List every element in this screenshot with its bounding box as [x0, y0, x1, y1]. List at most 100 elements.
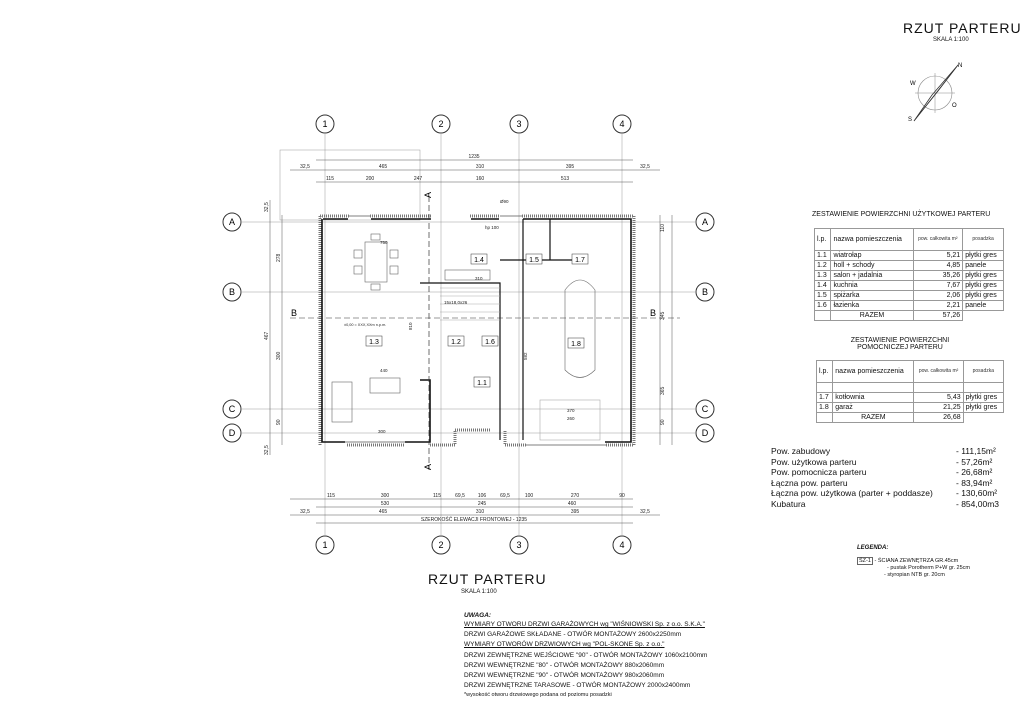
total-label: RAZEM: [832, 412, 915, 423]
stat-row: Pow. pomocnicza parteru - 26,68m²: [771, 467, 1016, 478]
axis-1-top: 1: [322, 119, 327, 129]
dim: 345: [660, 311, 666, 320]
dim: 160: [476, 176, 485, 182]
note-line: DRZWI WEWNĘTRZNE "80" - OTWÓR MONTAŻOWY …: [464, 661, 665, 669]
dim: 90: [619, 493, 625, 499]
stat-row: Pow. użytkowa parteru - 57,26m²: [771, 457, 1016, 468]
col-name: nazwa pomieszczenia: [830, 228, 914, 251]
section-b-left: B: [291, 308, 297, 318]
area-summary: Pow. zabudowy- 111,15m² Pow. użytkowa pa…: [771, 446, 1016, 509]
dim: 513: [561, 176, 570, 182]
stat-value: - 854,00m3: [956, 498, 999, 509]
stat-label: Kubatura: [771, 498, 806, 509]
col-area: pow. całkowita m²: [913, 360, 964, 383]
cell: płytki gres: [962, 280, 1004, 291]
bottom-dimensions: 115 300 115 69,5 106 69,5 100 270 90 530…: [300, 493, 650, 523]
room-1-1: 1.1: [477, 380, 487, 387]
room-1-7: 1.7: [575, 257, 585, 264]
cell: 1.5: [813, 290, 832, 301]
stat-value: - 57,26m²: [956, 456, 993, 467]
cell: holl + schody: [830, 260, 914, 271]
dim: 32,5: [264, 202, 270, 212]
cell: spiżarka: [830, 290, 914, 301]
dim: 32,5: [300, 509, 310, 515]
dim: 395: [571, 509, 580, 515]
stat-row: Łączna pow. użytkowa (parter + poddasze)…: [771, 488, 1016, 499]
top-dimensions: 1235 32,5 465 310 395 32,5 115 200 247 1…: [300, 154, 650, 182]
dim: 69,5: [455, 493, 465, 499]
aux-area-table: l.p. nazwa pomieszczenia pow. całkowita …: [815, 360, 1005, 423]
cell: 21,25: [913, 402, 964, 413]
cell: płytki gres: [962, 250, 1004, 261]
axis-4-top: 4: [619, 119, 624, 129]
dim: 300: [381, 493, 390, 499]
dim: 310: [476, 509, 485, 515]
cell: 1.4: [813, 280, 832, 291]
room-labels: 1.1 1.2 1.3 1.4 1.5 1.6 1.7 1.8: [365, 253, 589, 388]
sheet-scale: SKALA 1:100: [933, 37, 969, 43]
axis-3-top: 3: [516, 119, 521, 129]
room-1-5: 1.5: [529, 257, 539, 264]
stat-label: Pow. zabudowy: [771, 446, 831, 456]
stat-label: Pow. użytkowa parteru: [771, 456, 857, 467]
room-1-6: 1.6: [485, 339, 495, 346]
room-1-4: 1.4: [474, 257, 484, 264]
cell: salon + jadalnia: [830, 270, 914, 281]
top-dimension-lines: [269, 159, 673, 524]
legend-line: - pustak Porotherm P+W gr. 25cm: [887, 565, 970, 571]
col-floor: posadzka: [962, 228, 1004, 251]
cell: 35,26: [912, 270, 964, 281]
axis-a-left: A: [229, 217, 235, 227]
coffee-table: [369, 377, 401, 394]
cell: kotłownia: [832, 392, 915, 403]
side-dimensions: 32,5 278 467 300 90 32,5 110 345 365 90: [264, 202, 666, 455]
dim: 245: [478, 501, 487, 507]
axis-a-right: A: [702, 217, 708, 227]
total-value: 26,68: [913, 412, 964, 423]
notes: UWAGA: WYMIARY OTWORU DRZWI GARAŻOWYCH w…: [464, 611, 707, 699]
facade-width: SZEROKOŚĆ ELEWACJI FRONTOWEJ - 1235: [421, 515, 527, 523]
dim: 90: [660, 419, 666, 425]
compass-n: N: [958, 63, 962, 69]
section-a-bottom: A: [423, 464, 433, 470]
legend-title: LEGENDA:: [857, 545, 889, 551]
room-1-2: 1.2: [451, 339, 461, 346]
dim: 395: [566, 164, 575, 170]
dim: 467: [264, 331, 270, 340]
dim-total: 1235: [468, 154, 479, 160]
dim: 582: [523, 352, 528, 360]
dim: 465: [379, 164, 388, 170]
plan-scale: SKALA 1:100: [461, 589, 497, 595]
note-line: DRZWI ZEWNĘTRZNE WEJŚCIOWE "90" - OTWÓR …: [464, 651, 708, 659]
dim: 200: [366, 176, 375, 182]
cell: 1.6: [813, 300, 832, 311]
dim: 32,5: [300, 164, 310, 170]
axis-c-right: C: [702, 404, 709, 414]
section-marks: A A B B: [290, 192, 680, 470]
stat-label: Pow. pomocnicza parteru: [771, 467, 867, 477]
axis-markers: 1 2 3 4 1 2 3 4 A B C D A B C D: [222, 114, 715, 555]
cell: wiatrołap: [830, 250, 914, 261]
stat-row: Łączna pow. parteru- 83,94m²: [771, 478, 1016, 489]
stat-value: - 83,94m²: [956, 477, 993, 488]
cell: płytki gres: [962, 402, 1005, 413]
axis-d-left: D: [229, 428, 236, 438]
col-lp: l.p.: [813, 228, 832, 251]
legend-line: - styropian NTB gr. 20cm: [884, 572, 945, 578]
dim: 300: [378, 429, 386, 434]
floor-plan: 1 2 3 4 1 2 3 4 A B C D A B C D 1235 32,…: [222, 114, 715, 555]
axis-c-left: C: [229, 404, 236, 414]
aux-title-1: ZESTAWIENIE POWIERZCHNI: [850, 337, 950, 344]
col-lp: l.p.: [815, 360, 834, 383]
stat-value: - 26,68m²: [956, 467, 993, 477]
grid-lines: [242, 134, 695, 535]
cell: 5,21: [912, 250, 964, 261]
axis-1-bottom: 1: [322, 540, 327, 550]
level-mark: ±0,00 = XXX,XXm n.p.m.: [344, 323, 386, 327]
dim: 270: [571, 493, 580, 499]
walls: [318, 214, 636, 447]
